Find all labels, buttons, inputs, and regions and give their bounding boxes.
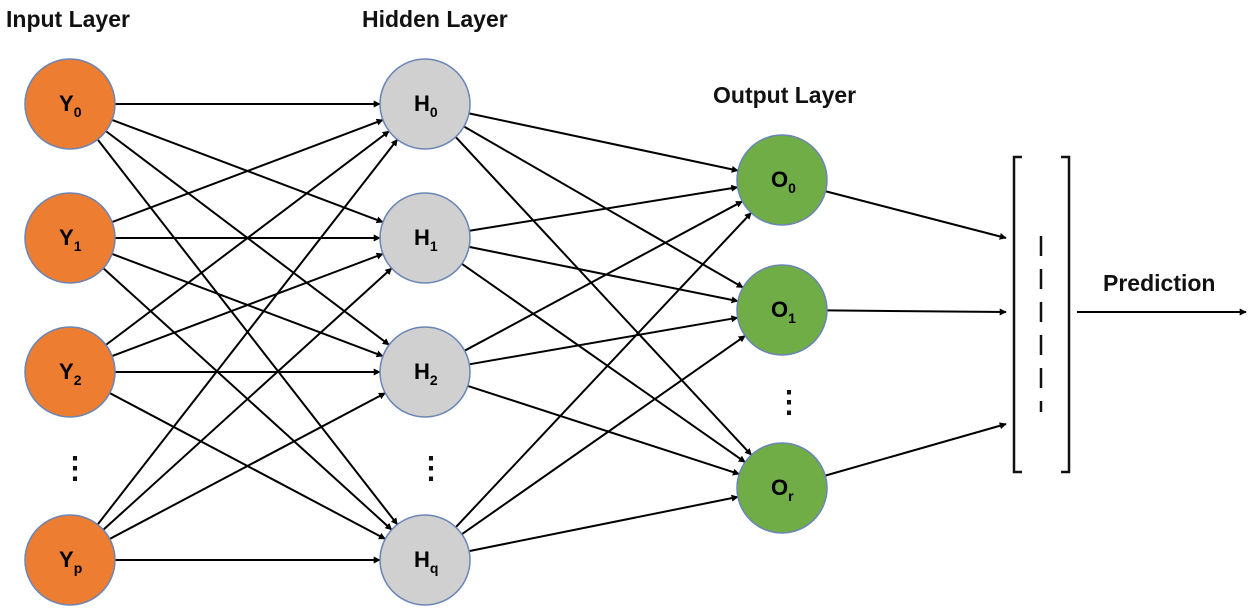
output-node-o0: O0 xyxy=(736,134,828,226)
hidden-node-label: H1 xyxy=(414,225,438,254)
output-node-label: O1 xyxy=(771,297,796,326)
edge-hidden-2-to-output-0 xyxy=(464,200,743,352)
edge-hidden-0-to-output-2 xyxy=(454,136,753,456)
input-node-label: Y0 xyxy=(59,91,82,120)
input-node-y0: Y0 xyxy=(24,58,116,150)
edge-hidden-2-to-output-2 xyxy=(467,384,740,476)
edge-input-1-to-hidden-0 xyxy=(111,118,384,224)
hidden-node-circle xyxy=(379,58,471,150)
prediction-label: Prediction xyxy=(1103,270,1215,296)
output-node-circle xyxy=(736,134,828,226)
edge-input-2-to-hidden-1 xyxy=(111,252,384,358)
output-layer-title: Output Layer xyxy=(713,82,856,108)
edge-output-0-to-prediction xyxy=(825,190,1007,240)
hidden-node-circle xyxy=(379,192,471,284)
edge-hidden-0-to-output-1 xyxy=(463,125,744,289)
prediction-vector-bracket xyxy=(1012,155,1071,474)
output-ellipsis: ⋮ xyxy=(774,386,804,419)
edge-output-1-to-prediction xyxy=(826,308,1007,316)
hidden-node-hq: Hq xyxy=(379,514,471,606)
hidden-node-h2: H2 xyxy=(379,326,471,418)
hidden-ellipsis: ⋮ xyxy=(416,452,446,485)
input-node-y1: Y1 xyxy=(24,192,116,284)
edge-hidden-1-to-output-2 xyxy=(461,262,746,464)
hidden-node-h1: H1 xyxy=(379,192,471,284)
hidden-node-label: Hq xyxy=(414,547,438,576)
hidden-layer-title: Hidden Layer xyxy=(362,6,508,32)
output-node-circle xyxy=(736,442,828,534)
hidden-node-label: H2 xyxy=(414,359,438,388)
edge-hidden-1-to-output-0 xyxy=(469,184,739,232)
edge-hidden-3-to-output-2 xyxy=(468,494,739,553)
edge-hidden-3-to-output-0 xyxy=(455,212,752,528)
hidden-node-h0: H0 xyxy=(379,58,471,150)
edge-hidden-1-to-output-1 xyxy=(468,245,739,304)
connection-edges xyxy=(96,100,1007,564)
hidden-node-circle xyxy=(379,514,471,606)
output-node-or: Or xyxy=(736,442,828,534)
hidden-node-circle xyxy=(379,326,471,418)
input-node-y2: Y2 xyxy=(24,326,116,418)
output-node-label: O0 xyxy=(771,167,796,196)
input-node-yp: Yp xyxy=(24,514,116,606)
output-node-o1: O1 xyxy=(736,264,828,356)
input-node-label: Y1 xyxy=(59,225,82,254)
output-node-label: Or xyxy=(771,475,794,504)
input-layer-title: Input Layer xyxy=(6,6,130,32)
input-node-circle xyxy=(24,192,116,284)
edge-input-3-to-hidden-0 xyxy=(96,138,399,526)
edge-input-3-to-hidden-2 xyxy=(109,392,386,540)
edge-hidden-0-to-output-0 xyxy=(468,112,739,173)
edge-input-3-to-hidden-1 xyxy=(102,267,393,531)
hidden-node-label: H0 xyxy=(414,91,438,120)
input-node-label: Yp xyxy=(59,547,82,576)
input-node-circle xyxy=(24,514,116,606)
edge-output-2-to-prediction xyxy=(824,422,1007,477)
input-node-circle xyxy=(24,326,116,418)
output-node-circle xyxy=(736,264,828,356)
edge-hidden-2-to-output-1 xyxy=(469,315,739,366)
input-node-circle xyxy=(24,58,116,150)
edge-input-2-to-hidden-0 xyxy=(105,130,390,346)
edge-hidden-3-to-output-1 xyxy=(461,334,746,536)
input-ellipsis: ⋮ xyxy=(60,452,90,485)
input-node-label: Y2 xyxy=(59,359,82,388)
